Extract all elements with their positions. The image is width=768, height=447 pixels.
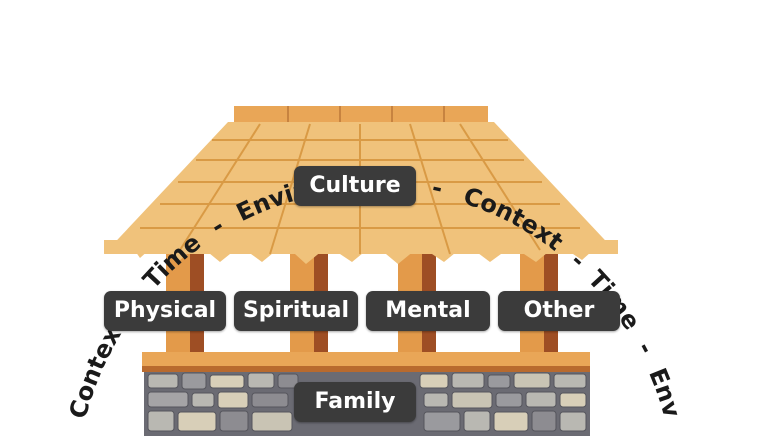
physical-label: Physical: [104, 291, 226, 331]
other-label: Other: [498, 291, 620, 331]
house-beam: [142, 352, 590, 372]
arc-dash-5: -: [631, 337, 660, 359]
mental-label: Mental: [366, 291, 490, 331]
culture-label: Culture: [294, 166, 416, 206]
family-label: Family: [294, 382, 416, 422]
spiritual-label: Spiritual: [234, 291, 358, 331]
stone-foundation: [144, 370, 590, 436]
